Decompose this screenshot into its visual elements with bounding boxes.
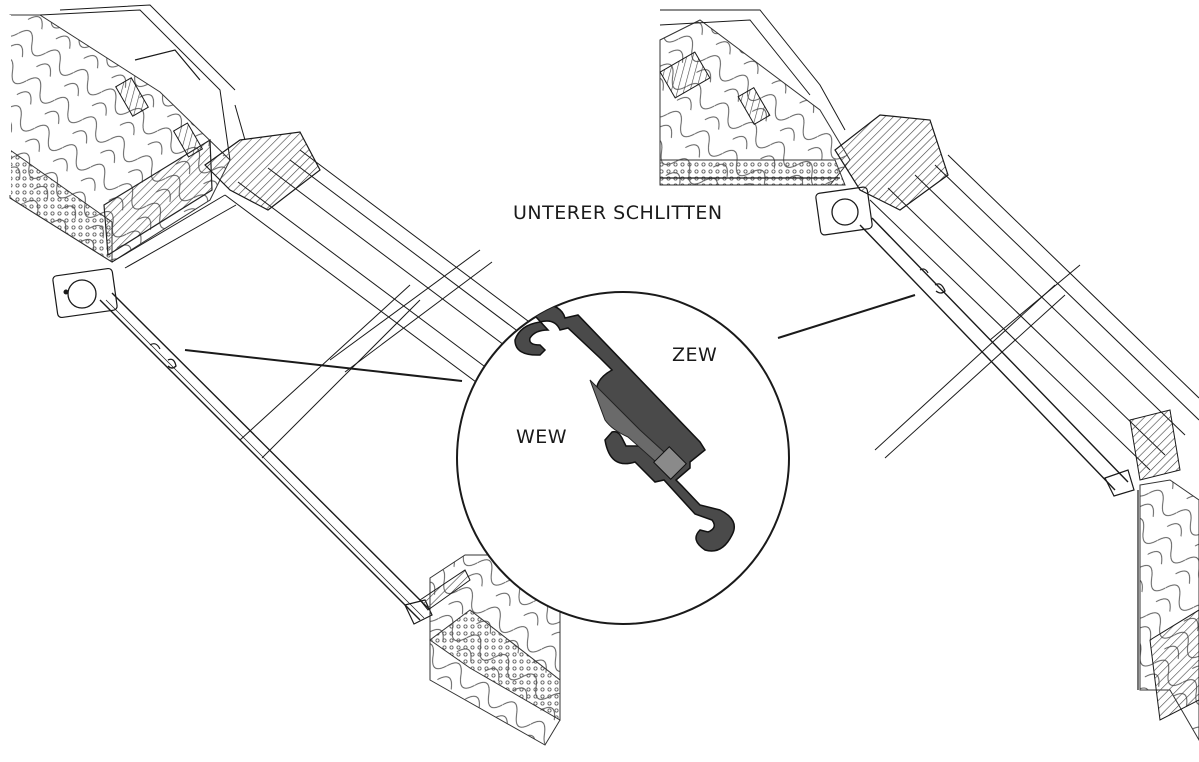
- label-wew: WEW: [516, 426, 568, 448]
- drawing-title: UNTERER SCHLITTEN: [513, 202, 723, 224]
- right-lower-roof: [1137, 479, 1199, 741]
- left-lower-roof: [9, 15, 561, 746]
- right-upper-roof: [659, 9, 851, 186]
- right-blind-unit: [815, 186, 1135, 497]
- left-section: [9, 4, 561, 746]
- left-lining: [111, 194, 237, 269]
- leader-line-right: [777, 294, 916, 339]
- leader-line-left: [184, 349, 463, 382]
- left-window-frame: [204, 104, 549, 459]
- detail-callout: [456, 291, 790, 625]
- right-window-frame: [834, 114, 1199, 481]
- label-zew: ZEW: [672, 344, 718, 366]
- right-section: [659, 9, 1199, 741]
- left-blind-unit: [52, 267, 433, 625]
- slide-profile: [514, 303, 735, 552]
- left-upper-roof: [9, 4, 236, 263]
